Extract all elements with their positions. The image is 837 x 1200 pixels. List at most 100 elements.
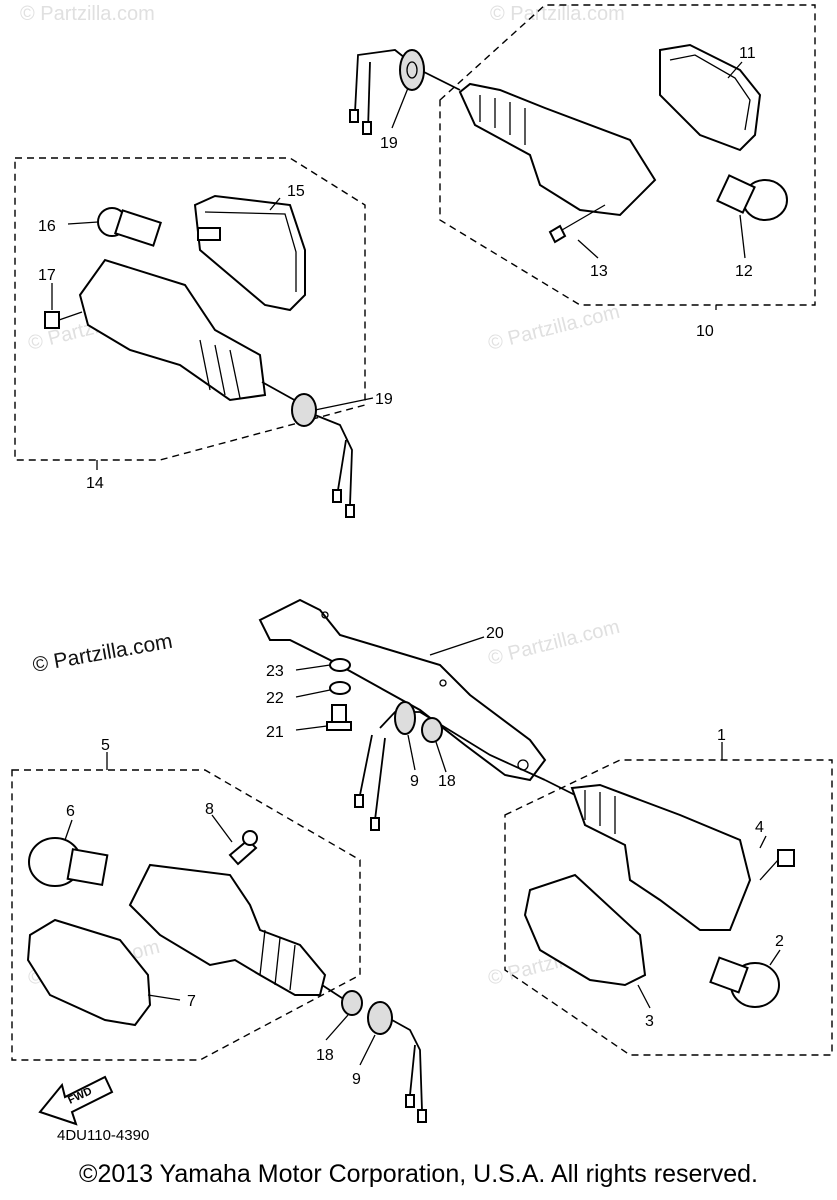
stud bbox=[321, 984, 346, 1001]
grommet-hole bbox=[406, 61, 418, 79]
leader-23 bbox=[295, 664, 331, 671]
leader-3 bbox=[637, 984, 651, 1009]
assembly-box-1 bbox=[504, 759, 833, 1056]
wire-connector bbox=[332, 489, 342, 503]
forward-arrow-icon: FWD bbox=[38, 1075, 114, 1126]
callout-18-bottom: 18 bbox=[316, 1047, 334, 1064]
grommet-9 bbox=[367, 1001, 393, 1035]
grommet-19 bbox=[399, 49, 425, 91]
callout-5: 5 bbox=[101, 737, 110, 754]
watermark-text: © Partzilla.com bbox=[490, 3, 625, 25]
wire-connector bbox=[370, 817, 380, 831]
callout-19-top: 19 bbox=[380, 135, 398, 152]
grommet-18 bbox=[421, 717, 443, 743]
leader-2 bbox=[769, 949, 781, 966]
lens-15 bbox=[193, 194, 306, 312]
stud bbox=[261, 381, 299, 403]
signal-housing bbox=[458, 82, 657, 217]
leader-21 bbox=[295, 725, 328, 731]
signal-housing bbox=[570, 783, 752, 931]
callout-21: 21 bbox=[266, 724, 284, 741]
grommet-18 bbox=[341, 990, 363, 1016]
leader-9-mid bbox=[407, 734, 416, 771]
callout-14: 14 bbox=[86, 475, 104, 492]
screw-4 bbox=[777, 849, 795, 867]
bracket-assembly bbox=[258, 598, 547, 831]
bracket-20 bbox=[258, 598, 547, 782]
grommet-19 bbox=[291, 393, 317, 427]
assembly-box-10 bbox=[439, 4, 816, 306]
leader-18-mid bbox=[435, 741, 447, 773]
wire-lead bbox=[359, 734, 386, 821]
leader-15 bbox=[269, 197, 281, 211]
callout-3: 3 bbox=[645, 1013, 654, 1030]
screw-shaft bbox=[58, 311, 83, 321]
housing-ribs bbox=[584, 790, 616, 834]
callout-16: 16 bbox=[38, 218, 56, 235]
callout-6: 6 bbox=[66, 803, 75, 820]
grommet-9 bbox=[394, 701, 416, 735]
wire-harness bbox=[354, 49, 461, 113]
turn-signal-assembly-5 bbox=[26, 830, 427, 1123]
callout-4: 4 bbox=[755, 819, 764, 836]
leader-9-bottom bbox=[359, 1034, 376, 1066]
wire-lead bbox=[409, 1044, 416, 1096]
watermark-text: © Partzilla.com bbox=[20, 3, 155, 25]
callout-18-mid: 18 bbox=[438, 773, 456, 790]
leader-19-mid bbox=[314, 397, 374, 411]
callout-9-mid: 9 bbox=[410, 773, 419, 790]
housing-ribs bbox=[259, 929, 296, 991]
lens-peg bbox=[197, 227, 221, 241]
bracket-hole bbox=[321, 611, 329, 619]
callout-20: 20 bbox=[486, 625, 504, 642]
leader-13 bbox=[577, 239, 599, 259]
callout-2: 2 bbox=[775, 933, 784, 950]
leader-8 bbox=[211, 814, 233, 843]
callout-10: 10 bbox=[696, 323, 714, 340]
lens-7 bbox=[26, 918, 152, 1027]
screw-8 bbox=[228, 838, 258, 866]
wire-lead bbox=[367, 61, 371, 131]
callout-22: 22 bbox=[266, 690, 284, 707]
screw-shaft bbox=[561, 204, 606, 231]
leader-18-bottom bbox=[325, 1014, 349, 1041]
callout-1: 1 bbox=[717, 727, 726, 744]
callout-17: 17 bbox=[38, 267, 56, 284]
bracket-hole bbox=[439, 679, 447, 687]
leader-12 bbox=[739, 214, 746, 259]
leader-22 bbox=[295, 689, 331, 698]
leader-6 bbox=[64, 819, 73, 841]
wire-connector bbox=[349, 109, 359, 123]
assembly-box-5 bbox=[11, 769, 361, 1061]
screw-17 bbox=[44, 311, 60, 329]
wire-connector bbox=[362, 121, 372, 135]
callout-15: 15 bbox=[287, 183, 305, 200]
screw-8-head bbox=[242, 830, 258, 846]
callouts: 11 12 13 19 10 15 16 17 19 14 20 23 22 2… bbox=[38, 45, 784, 1088]
watermark-text: © Partzilla.com bbox=[486, 616, 622, 670]
wire-harness bbox=[314, 414, 353, 506]
housing-ribs bbox=[479, 95, 526, 145]
lens-11 bbox=[659, 43, 762, 152]
screw-shaft bbox=[759, 859, 779, 881]
callout-19-mid: 19 bbox=[375, 391, 393, 408]
callout-11: 11 bbox=[739, 45, 756, 62]
turn-signal-assembly-14 bbox=[44, 194, 355, 518]
wire-connector bbox=[345, 504, 355, 518]
fwd-arrow-shape bbox=[38, 1075, 114, 1126]
lens-3 bbox=[523, 873, 647, 987]
wire-connector bbox=[417, 1109, 427, 1123]
leader-16 bbox=[67, 221, 99, 225]
callout-12: 12 bbox=[735, 263, 753, 280]
turn-signal-assembly-10 bbox=[349, 43, 788, 244]
callout-9-bottom: 9 bbox=[352, 1071, 361, 1088]
wire-harness bbox=[379, 711, 546, 781]
leader-7 bbox=[147, 994, 181, 1001]
lens-edge bbox=[204, 211, 297, 292]
watermark-text: © Partzilla.com bbox=[486, 301, 622, 355]
wire-lead bbox=[337, 439, 347, 491]
leader-4 bbox=[759, 835, 767, 849]
bulb-base bbox=[709, 956, 749, 994]
bulb-base bbox=[114, 209, 162, 247]
wire-harness bbox=[391, 1019, 423, 1111]
